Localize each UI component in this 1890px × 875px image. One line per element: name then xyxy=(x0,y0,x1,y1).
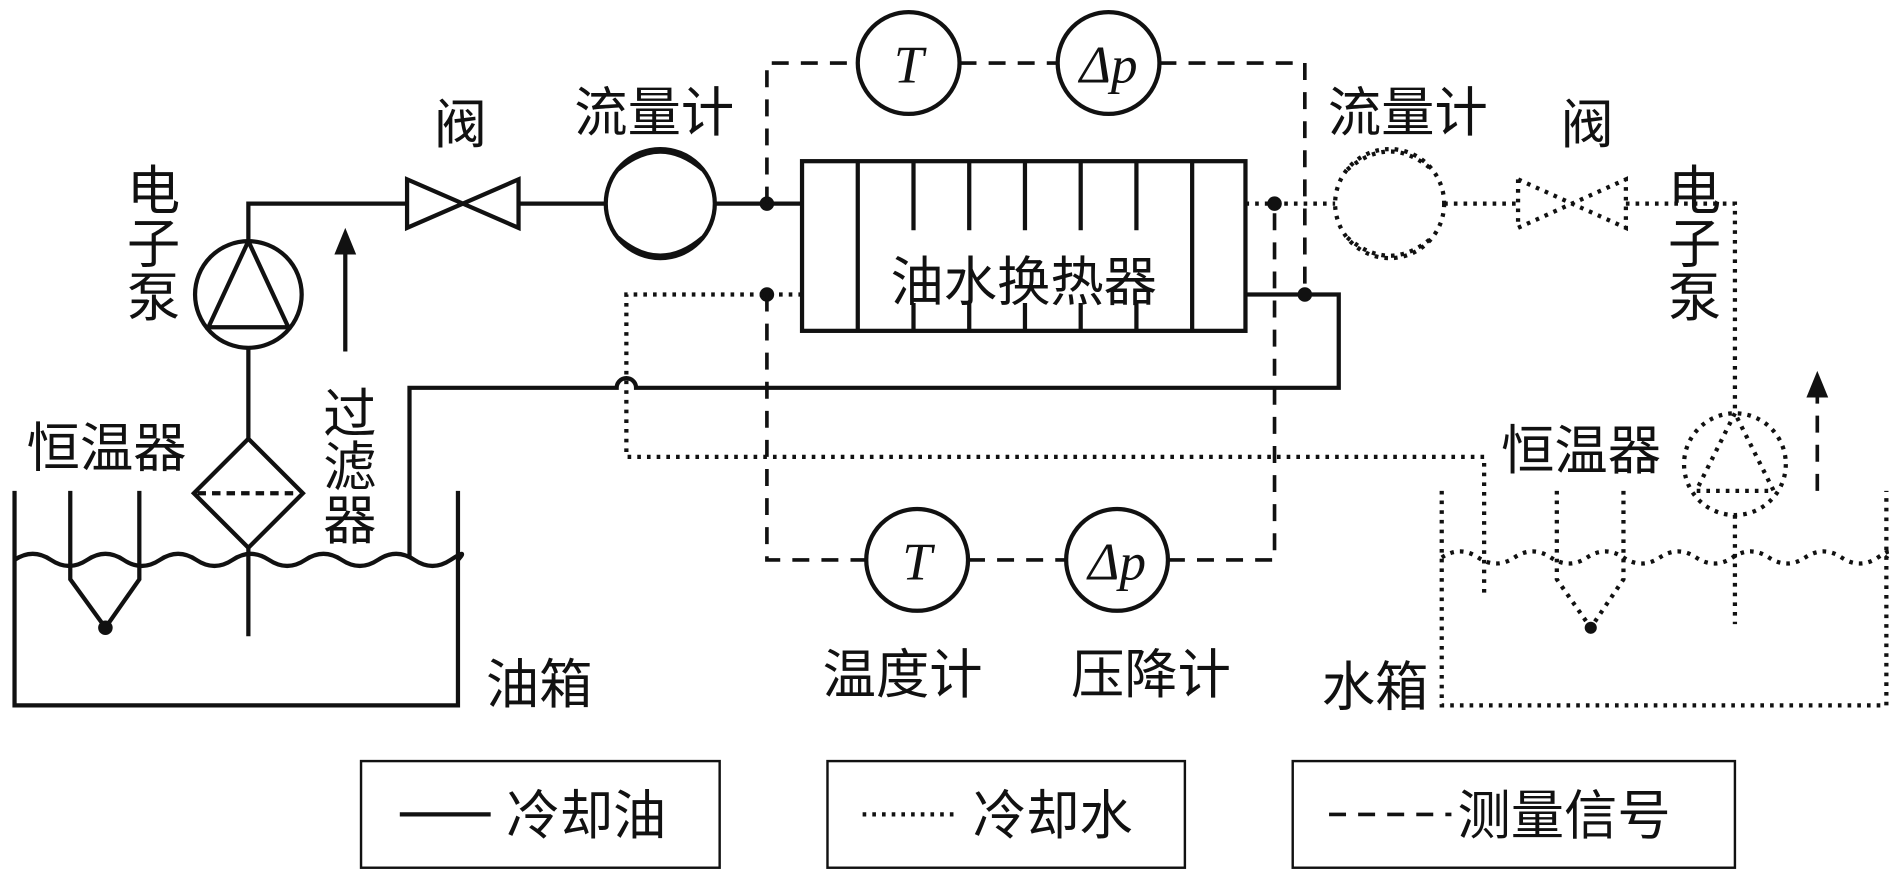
svg-text:冷却水: 冷却水 xyxy=(973,785,1133,847)
oil-tank xyxy=(12,490,465,708)
filter xyxy=(190,435,306,551)
water-thermostat-label: 恒温器 xyxy=(1501,420,1661,482)
pressure-drop-meter-label: 压降计 xyxy=(1071,644,1231,706)
water-thermostat xyxy=(1554,490,1626,634)
legend-item-oil: 冷却油 xyxy=(359,759,721,869)
signal-line-top xyxy=(765,61,1307,295)
oil-tank-label: 油箱 xyxy=(486,654,593,716)
oil-valve xyxy=(404,176,521,232)
water-flowmeter-label: 流量计 xyxy=(1328,82,1488,144)
legend-item-signal: 测量信号 xyxy=(1291,759,1737,869)
water-tank-label: 水箱 xyxy=(1322,656,1429,718)
svg-text:测量信号: 测量信号 xyxy=(1457,785,1670,847)
water-flow-arrow xyxy=(1806,370,1829,491)
water-pump-label: 电子泵 xyxy=(1659,162,1721,322)
oil-line-return xyxy=(407,292,1341,558)
water-line-out xyxy=(1245,201,1738,414)
oil-flowmeter xyxy=(603,146,717,261)
svg-text:T: T xyxy=(894,34,927,94)
svg-text:冷却油: 冷却油 xyxy=(506,785,666,847)
oil-pump-label: 电子泵 xyxy=(118,162,180,322)
pressure-meter-bottom: Δp xyxy=(1064,506,1171,613)
oil-valve-label: 阀 xyxy=(434,94,487,156)
oil-flow-arrow xyxy=(334,227,357,352)
water-valve-label: 阀 xyxy=(1560,94,1613,156)
svg-text:Δp: Δp xyxy=(1078,34,1138,94)
water-tank xyxy=(1439,490,1890,708)
thermometer-bottom: T xyxy=(864,506,971,613)
thermometer-label: 温度计 xyxy=(823,644,983,706)
svg-text:Δp: Δp xyxy=(1086,531,1146,591)
filter-label: 过滤器 xyxy=(314,385,376,545)
junction-dot xyxy=(1297,287,1313,302)
oil-flowmeter-label: 流量计 xyxy=(574,82,734,144)
heat-exchanger-label: 油水换热器 xyxy=(891,252,1157,314)
heat-exchanger: 油水换热器 xyxy=(799,159,1248,333)
water-valve xyxy=(1515,176,1629,232)
oil-thermostat xyxy=(68,490,142,636)
oil-pump xyxy=(192,236,304,350)
signal-line-bottom xyxy=(765,203,1277,562)
oil-line-supply xyxy=(246,201,803,242)
water-flowmeter xyxy=(1332,146,1447,261)
pressure-meter-top: Δp xyxy=(1055,9,1162,117)
junction-dot xyxy=(1267,196,1282,211)
oil-thermostat-label: 恒温器 xyxy=(27,418,187,480)
junction-dot xyxy=(759,287,775,302)
water-line-in xyxy=(624,292,1487,594)
thermometer-top: T xyxy=(855,9,962,117)
water-pump xyxy=(1681,408,1788,625)
svg-text:T: T xyxy=(902,531,935,591)
legend-item-water: 冷却水 xyxy=(826,759,1187,869)
